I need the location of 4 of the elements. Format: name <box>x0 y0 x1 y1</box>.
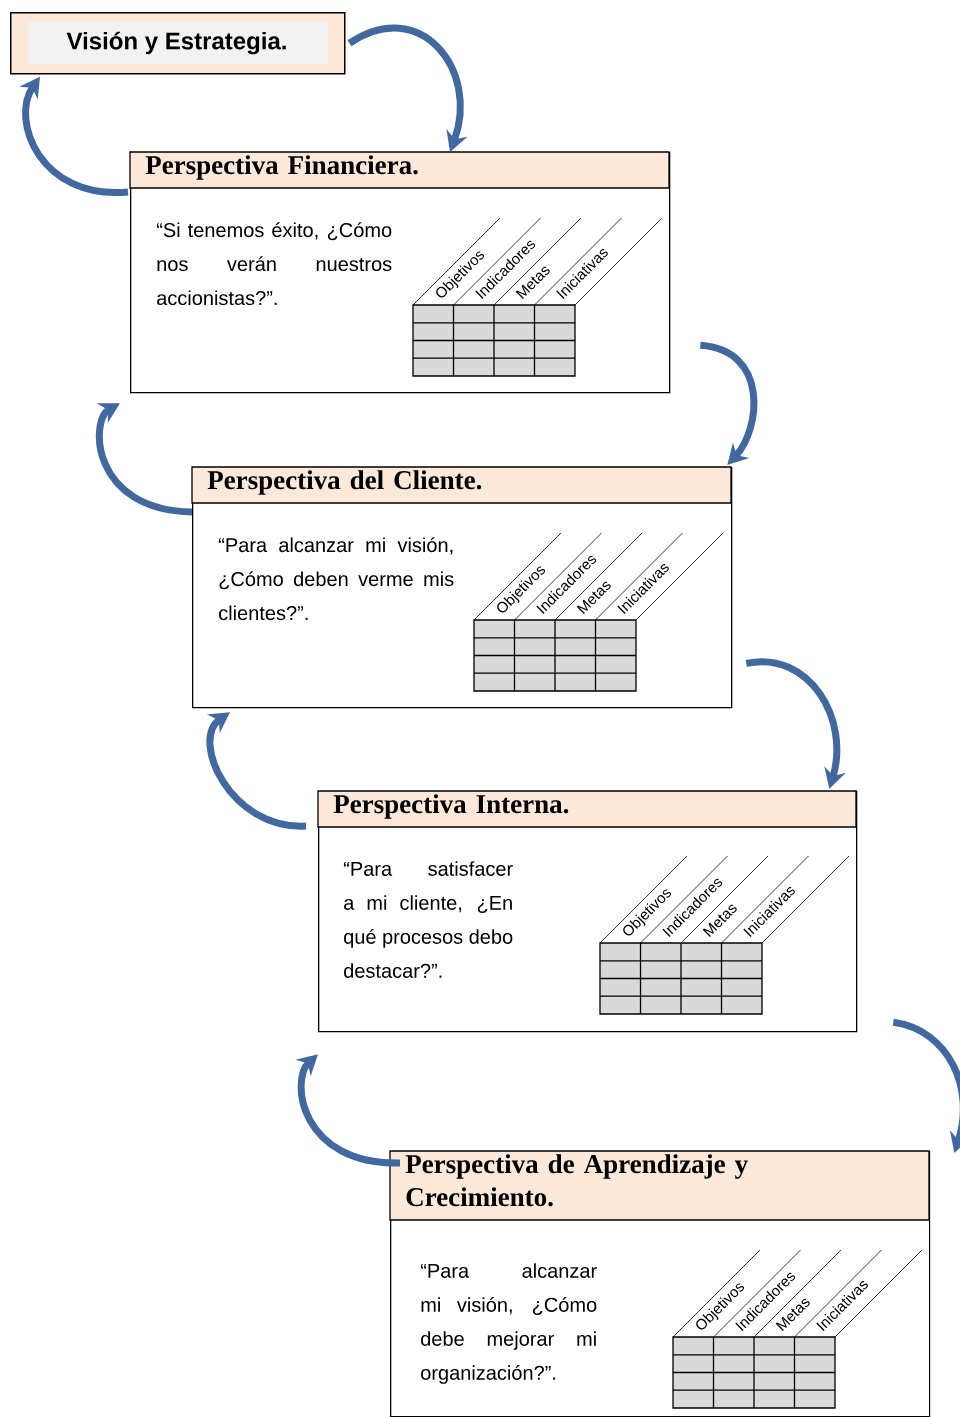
title-box: Visión y Estrategia. <box>10 12 346 75</box>
curved-arrow <box>96 403 193 516</box>
curved-arrow <box>206 712 307 830</box>
curved-arrow <box>699 341 758 465</box>
